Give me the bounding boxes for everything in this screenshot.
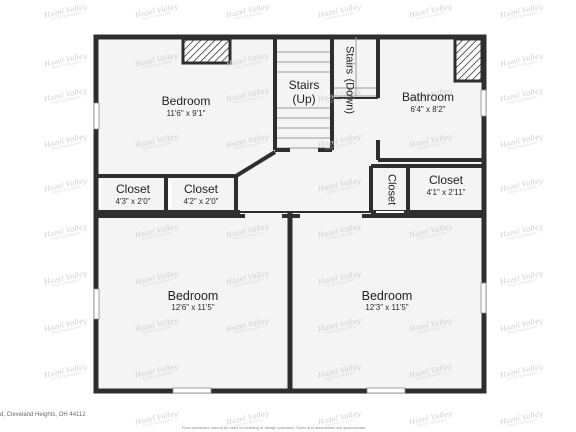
room-name: Closet <box>183 182 218 196</box>
chimney-right <box>453 37 484 83</box>
room-name: Bedroom <box>361 289 413 303</box>
room-dimensions: 6'4" x 8'2" <box>410 104 446 114</box>
room-name-line2: (Up) <box>292 91 316 106</box>
room-bedroom-bottom-right: Bedroom 12'3" x 11'5" <box>337 289 437 313</box>
room-stairs-up: Stairs (Up) <box>280 78 328 107</box>
room-name: Bedroom <box>167 289 219 303</box>
wall <box>234 150 277 178</box>
stairs-up-treads <box>277 51 330 149</box>
room-closet-vertical: Closet <box>382 170 400 210</box>
room-name: Closet <box>115 182 150 196</box>
room-name: Stairs <box>343 46 356 75</box>
disclaimer-text: Floor plans/tour cannot be used for buil… <box>182 425 367 430</box>
room-name: Stairs <box>288 78 320 92</box>
windows <box>93 89 487 394</box>
stairs-down-treads <box>334 37 376 97</box>
room-dimensions: 11'6" x 9'1" <box>166 108 206 118</box>
room-stairs-down: Stairs (Down) <box>340 46 358 114</box>
room-bedroom-bottom-left: Bedroom 12'6" x 11'5" <box>143 289 243 313</box>
room-name: Closet <box>385 174 398 206</box>
room-dimensions: 12'3" x 11'5" <box>365 303 409 313</box>
room-dimensions: 12'6" x 11'5" <box>171 303 215 313</box>
address-text: d, Cleveland Heights, OH 44112 <box>0 412 86 418</box>
room-closet-mid: Closet 4'2" x 2'0" <box>171 182 231 206</box>
room-closet-right: Closet 4'1" x 2'11" <box>413 173 479 197</box>
room-dimensions: 4'2" x 2'0" <box>183 196 219 206</box>
room-name: Bedroom <box>161 94 211 108</box>
room-name: Closet <box>428 173 463 187</box>
chimney-left <box>181 37 232 65</box>
room-dimensions: 4'1" x 2'11" <box>426 187 466 197</box>
room-name: Bathroom <box>401 90 455 104</box>
room-name-line2: (Down) <box>343 78 356 115</box>
room-closet-left: Closet 4'3" x 2'0" <box>103 182 163 206</box>
room-dimensions: 4'3" x 2'0" <box>115 196 151 206</box>
room-bathroom: Bathroom 6'4" x 8'2" <box>388 90 468 114</box>
room-bedroom-top-left: Bedroom 11'6" x 9'1" <box>136 94 236 118</box>
